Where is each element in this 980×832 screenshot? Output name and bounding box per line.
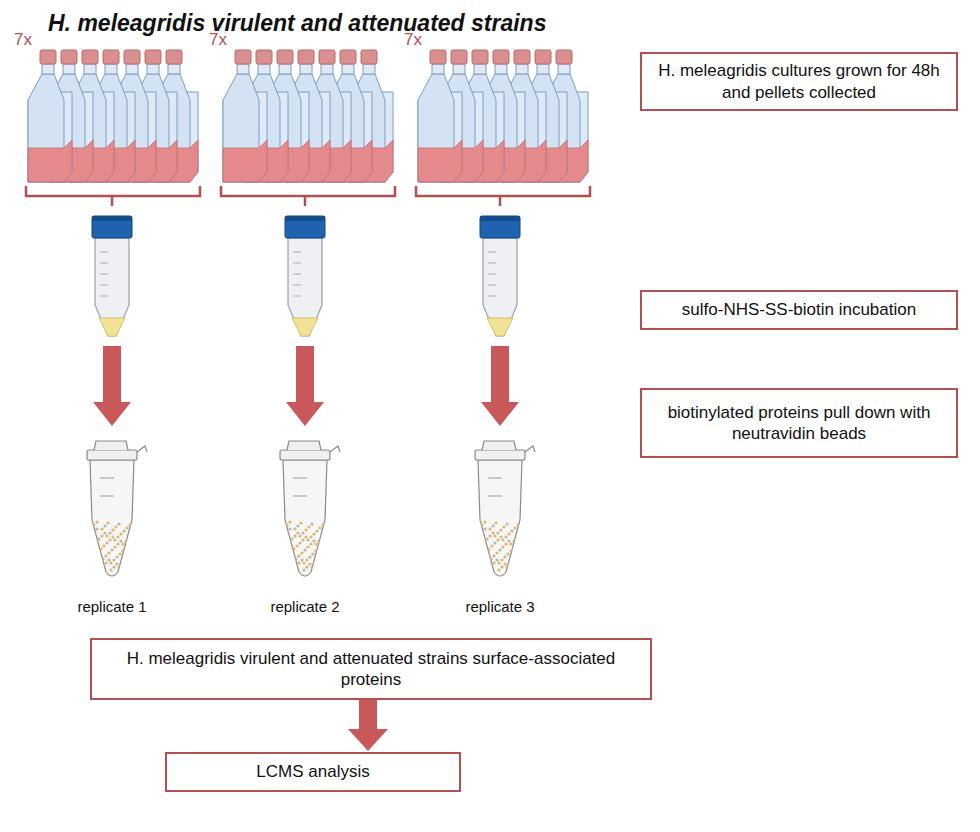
culture-flask — [28, 50, 72, 182]
box-text: H. meleagridis virulent and attenuated s… — [104, 648, 638, 691]
process-arrow — [481, 346, 519, 426]
conical-tube — [480, 216, 520, 336]
process-arrow — [286, 346, 324, 426]
flow-arrow — [348, 700, 388, 751]
count-label: 7x — [14, 30, 32, 50]
process-box: biotinylated proteins pull down with neu… — [640, 388, 958, 458]
replicate-label: replicate 3 — [465, 598, 534, 615]
process-box: H. meleagridis cultures grown for 48h an… — [640, 52, 958, 111]
box-text: H. meleagridis cultures grown for 48h an… — [654, 60, 944, 103]
box-text: LCMS analysis — [256, 761, 369, 782]
count-label: 7x — [209, 30, 227, 50]
culture-flask — [223, 50, 267, 182]
eppendorf-tube — [475, 441, 535, 576]
eppendorf-tube — [280, 441, 340, 576]
arrow-shaft — [359, 700, 377, 729]
process-box: H. meleagridis virulent and attenuated s… — [90, 638, 652, 700]
replicate-label: replicate 2 — [270, 598, 339, 615]
eppendorf-tube — [87, 441, 147, 576]
bracket — [26, 186, 200, 206]
count-label: 7x — [404, 30, 422, 50]
title: H. meleagridis virulent and attenuated s… — [48, 10, 546, 37]
process-box: LCMS analysis — [165, 752, 461, 792]
box-text: sulfo-NHS-SS-biotin incubation — [682, 299, 916, 320]
process-arrow — [93, 346, 131, 426]
bracket — [416, 186, 590, 206]
flask-group — [26, 50, 200, 206]
box-text: biotinylated proteins pull down with neu… — [654, 402, 944, 445]
culture-flask — [418, 50, 462, 182]
bracket — [221, 186, 395, 206]
flask-group — [221, 50, 395, 206]
process-box: sulfo-NHS-SS-biotin incubation — [640, 290, 958, 330]
conical-tube — [285, 216, 325, 336]
flask-group — [416, 50, 590, 206]
conical-tube — [92, 216, 132, 336]
arrow-head — [348, 729, 388, 751]
replicate-label: replicate 1 — [77, 598, 146, 615]
